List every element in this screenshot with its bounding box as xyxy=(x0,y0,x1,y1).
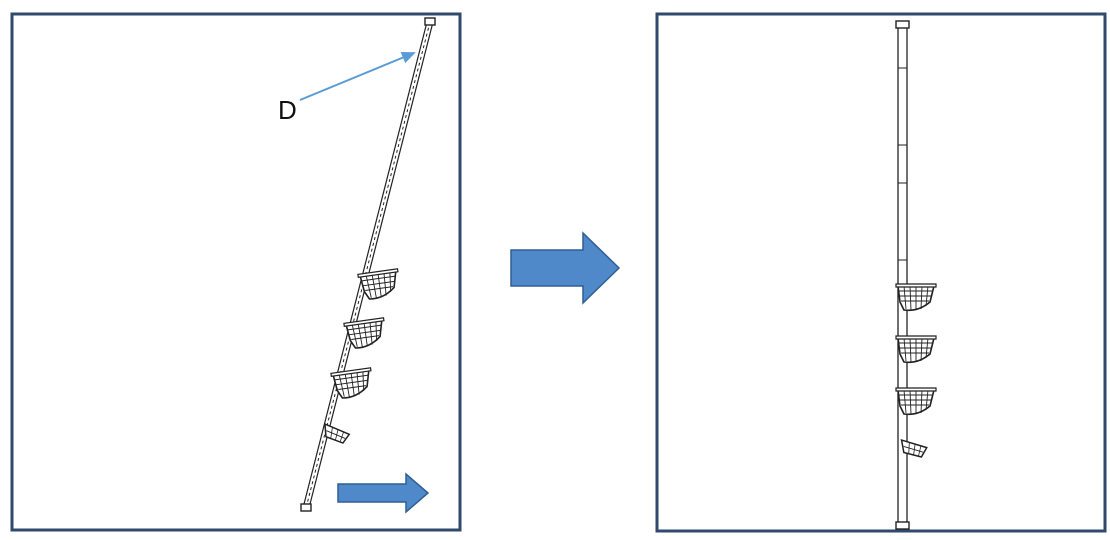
callout-arrow xyxy=(299,52,416,101)
pole-top-cap xyxy=(895,20,910,29)
right-panel xyxy=(655,12,1107,533)
transition-arrow xyxy=(510,231,621,305)
pole-bottom-cap xyxy=(895,521,910,530)
right-panel-frame xyxy=(655,12,1107,533)
pole-top-cap xyxy=(424,17,436,26)
vertical-pole xyxy=(895,20,910,530)
callout-label-d: D xyxy=(278,95,297,125)
left-panel: D xyxy=(10,12,462,532)
pole-bottom-cap xyxy=(300,503,312,512)
small-right-arrow xyxy=(337,472,430,514)
